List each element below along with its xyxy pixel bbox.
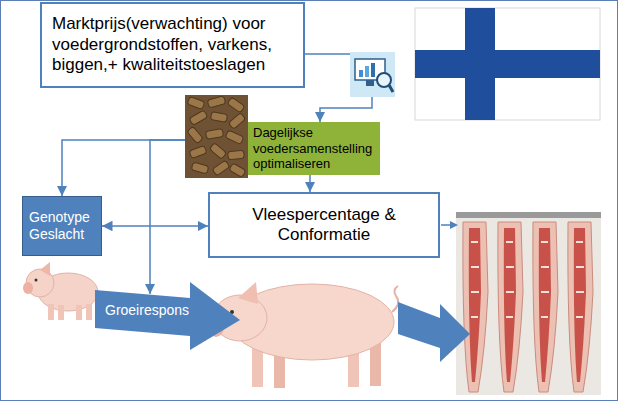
connector: [102, 225, 208, 227]
pellet-ground: [185, 95, 248, 178]
flag-ground: [415, 8, 600, 120]
monitor-stand: [366, 80, 374, 86]
result-box: Vleespercentage & Conformatie: [208, 192, 440, 258]
connector: [309, 175, 311, 192]
carcass: [568, 222, 593, 392]
arrow-body: [95, 282, 240, 350]
node-text: Dagelijkse voedersamenstelling optimalis…: [253, 125, 375, 172]
feed-pellets: [185, 95, 248, 178]
rail: [456, 212, 601, 218]
flow-arrow: [398, 302, 470, 362]
finnish-flag: [415, 8, 600, 120]
magnifier: [377, 73, 391, 87]
chart-bar: [359, 70, 363, 77]
node-text: Groeirespons: [105, 302, 240, 319]
chart-bar: [371, 63, 375, 77]
icon-ground: [350, 52, 395, 97]
chart-bar: [365, 66, 369, 77]
analytics-icon: [350, 52, 395, 97]
flag-cross: [415, 50, 600, 78]
carcass-photo: [456, 212, 601, 395]
carcass: [498, 222, 523, 392]
output-arrowhead: [450, 221, 458, 229]
pig: [208, 282, 398, 388]
market-box: Marktprijs(verwachting) voor voedergrond…: [40, 2, 305, 88]
carcass: [533, 222, 558, 392]
piglet: [23, 262, 98, 320]
node-text: Genotype Geslacht: [29, 209, 95, 243]
photo-ground: [456, 212, 601, 395]
growth-arrow: Groeirespons: [95, 278, 240, 350]
carcass: [463, 222, 488, 392]
node-text: Marktprijs(verwachting) voor voedergrond…: [52, 14, 293, 75]
connector: [62, 140, 248, 196]
node-text: Vleespercentage & Conformatie: [220, 205, 428, 246]
magnifier-handle: [389, 85, 393, 92]
process-box: Dagelijkse voedersamenstelling optimalis…: [248, 122, 380, 175]
input-box: Genotype Geslacht: [22, 196, 102, 256]
